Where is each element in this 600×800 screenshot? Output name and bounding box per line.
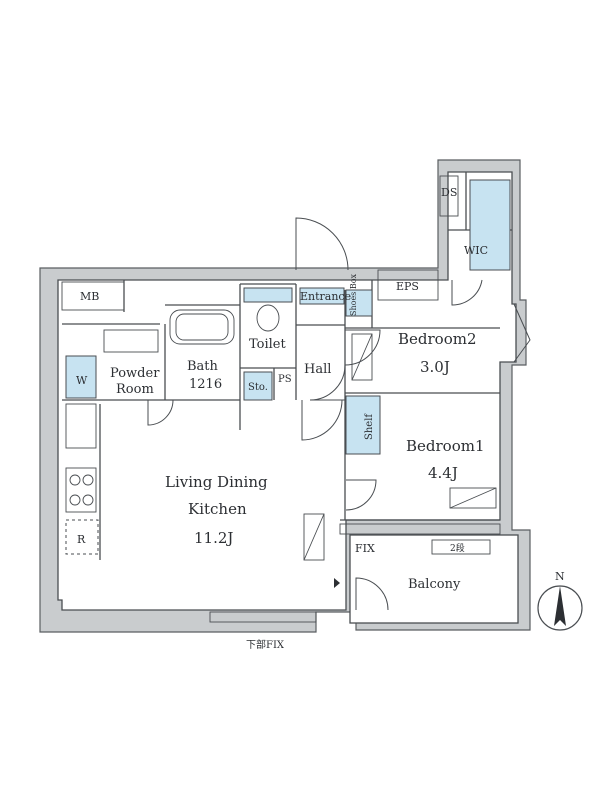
bedroom1-desk: [449, 487, 497, 509]
label-powder: Powder: [110, 366, 160, 381]
ldk-storage: [303, 513, 325, 561]
room-divisions: [61, 172, 512, 560]
fixtures: [65, 304, 501, 623]
label-eps: EPS: [396, 280, 419, 293]
shoes-box-blue: [345, 289, 373, 317]
label-bedroom2: Bedroom2: [398, 330, 477, 348]
label-bedroom2-size: 3.0J: [420, 358, 450, 376]
label-shelf: Shelf: [364, 413, 375, 440]
entrance-step: [299, 287, 345, 305]
label-toilet: Toilet: [249, 337, 286, 352]
doors: [147, 217, 531, 611]
label-north: N: [555, 570, 565, 583]
label-mb: MB: [80, 290, 99, 303]
label-wic: WIC: [464, 244, 488, 257]
interior: [57, 171, 519, 624]
label-ps: PS: [278, 374, 292, 385]
washer-space: [65, 355, 97, 399]
toilet-bowl: [256, 304, 280, 332]
label-bath: Bath: [187, 359, 219, 374]
label-bottom-fix: 下部FIX: [246, 638, 285, 651]
ds-shaft: [439, 175, 459, 217]
wic-blue: [469, 179, 511, 271]
bedroom2-closet: [351, 333, 373, 381]
north-compass-icon: N: [537, 570, 583, 631]
label-fridge: R: [77, 533, 86, 546]
shelf-blue: [345, 395, 381, 455]
entry-arrow-icon: [334, 578, 340, 588]
storage-blue: [243, 371, 273, 401]
eps-shaft: [377, 269, 439, 301]
label-ldk: Living Dining: [165, 473, 268, 491]
label-ldk-size: 11.2J: [194, 529, 233, 547]
blue-fixtures: [65, 179, 511, 455]
label-hall: Hall: [304, 362, 331, 377]
label-sto: Sto.: [248, 382, 268, 393]
stove: [65, 467, 97, 513]
label-entrance: Entrance: [300, 290, 351, 303]
fridge-space: [65, 519, 99, 555]
vanity: [103, 329, 159, 353]
label-bedroom1: Bedroom1: [406, 437, 485, 455]
sink: [65, 403, 97, 449]
step-block: [431, 539, 491, 555]
label-washer: W: [76, 374, 88, 387]
label-balcony: Balcony: [408, 577, 461, 592]
label-kitchen: Kitchen: [188, 500, 247, 518]
entrance-door: [295, 217, 349, 271]
label-bath-size: 1216: [189, 377, 222, 392]
bottom-window: [209, 611, 317, 623]
labels: MB EPS DS WIC Entrance Shoes Box Toilet …: [76, 186, 488, 651]
bathtub: [169, 309, 235, 345]
label-two-step: 2段: [450, 542, 465, 554]
label-bedroom1-size: 4.4J: [428, 464, 458, 482]
label-shoes-box: Shoes Box: [349, 273, 358, 316]
label-ds: DS: [441, 186, 457, 199]
label-fix: FIX: [355, 542, 375, 555]
toilet-shelf: [243, 287, 293, 303]
label-powder-room: Room: [116, 382, 154, 397]
